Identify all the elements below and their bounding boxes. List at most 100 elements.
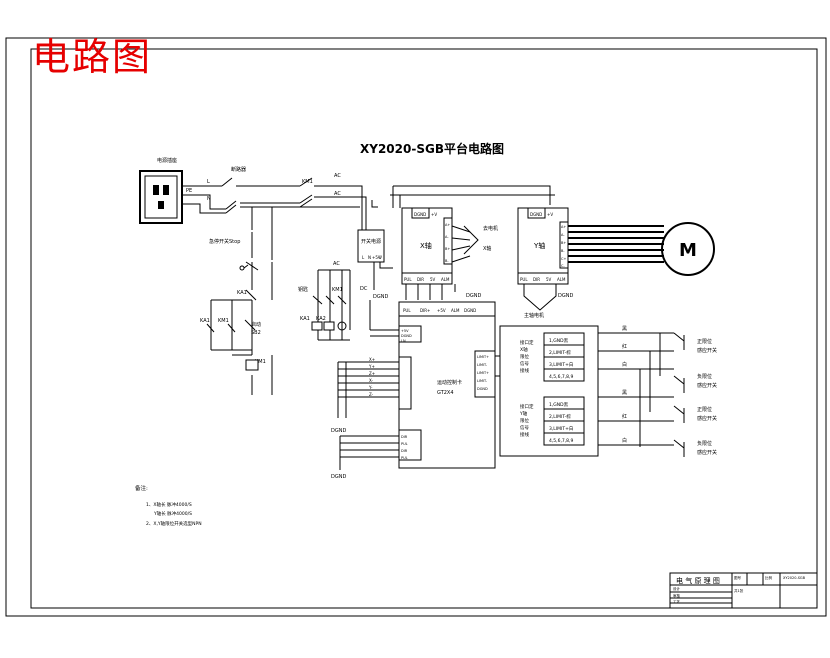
ka1-left-label: KA1: [200, 318, 210, 324]
km1-coil: [245, 359, 259, 371]
y-limit-grid: [544, 408, 584, 434]
x-limit-row-1: 2,LIMIT-棕: [549, 349, 571, 356]
bus-gnd: DGND: [464, 308, 476, 313]
title-block: [669, 572, 818, 609]
y-limit-title-3: 信号: [520, 424, 529, 431]
x-top-v: +V: [431, 212, 437, 217]
x-driver-terminals: [443, 217, 453, 265]
estop-switch: [243, 261, 259, 271]
x-motor-text: 去电机: [483, 225, 498, 232]
controller-label: 运动控制卡: [437, 379, 462, 386]
y-limit-title-2: 限位: [520, 417, 529, 424]
bus-top: [398, 301, 496, 317]
y-limit-row-2: 3,LIMIT+白: [549, 425, 573, 432]
color-y-0: 黑: [622, 390, 627, 396]
x-arrow: [463, 225, 479, 255]
ctrl-right-terms: [474, 350, 496, 398]
psu-label: 开关电源: [361, 238, 381, 245]
bus-links: [495, 355, 500, 377]
sw-5: 感应开关: [697, 415, 717, 422]
x-limit-row-2: 3,LIMIT+白: [549, 361, 573, 368]
start-button: [244, 319, 256, 331]
ctrl-right-2: LIMIT+: [477, 371, 489, 375]
x-right-b2: B-: [445, 259, 449, 263]
km1-coil-label: KM1: [255, 359, 266, 365]
x-driver-gnd-box: [411, 207, 430, 219]
relay-group-contacts: [312, 295, 347, 305]
y-pin-pul: PUL: [520, 277, 528, 282]
y-right-a2: A-: [561, 233, 565, 237]
ac2-label: AC: [334, 191, 341, 197]
x-axis-label: X轴: [420, 241, 432, 250]
dgnd4-label: DGND: [331, 428, 346, 434]
psu-box: [357, 229, 385, 263]
title-block-c2: 比例: [765, 575, 773, 580]
title-block-r2: 审核: [673, 593, 681, 598]
relay-group-frame: [317, 269, 351, 341]
x-right-a2: A-: [445, 235, 449, 239]
ka1-mid-label: KA1: [300, 316, 310, 322]
sw-3: 感应开关: [697, 382, 717, 389]
psu-pin-5v: +5V: [372, 255, 381, 260]
diagram-title: XY2020-SGB平台电路图: [360, 141, 504, 156]
y-right-b1: B+: [561, 241, 566, 245]
y-arrow: [523, 284, 557, 311]
x-limit-row-3: 4,5,6,7,8,9: [549, 374, 573, 380]
lamp-icon: [337, 321, 347, 331]
power-socket: [139, 170, 183, 224]
color-x-2: 白: [622, 361, 627, 368]
y-right-b2: B-: [561, 249, 565, 253]
title-block-r1: 设计: [673, 586, 681, 591]
y-limit-row-1: 2,LIMIT-棕: [549, 413, 571, 420]
air-switch: [221, 177, 237, 214]
bus-pul: PUL: [403, 308, 411, 313]
color-x-1: 红: [622, 343, 627, 350]
y-pin-5v: 5V: [546, 277, 552, 282]
y-limit-title-1: Y轴: [519, 410, 528, 417]
psu-pin-n: N: [368, 255, 371, 260]
bus-dir: DIR+: [420, 308, 430, 313]
ac1-label: AC: [334, 173, 341, 179]
ctrl-left3-3: PUL: [401, 456, 408, 460]
dc-label: DC: [360, 286, 368, 292]
y-driver-pins: [517, 272, 569, 285]
color-y-2: 白: [622, 437, 627, 444]
ctrl-left3-1: PUL: [401, 442, 408, 446]
sw-1: 感应开关: [697, 347, 717, 354]
title-block-sheet: 共1张: [734, 588, 744, 593]
y-motor-text: 主轴电机: [524, 312, 544, 319]
title-block-c3: XY2020-SGB: [783, 576, 806, 580]
motor-leads: [568, 225, 664, 263]
note-2: 2、X,Y轴限位开关选型NPN: [146, 520, 202, 527]
title-block-grid: [670, 573, 817, 608]
driver-supply: [390, 185, 555, 208]
y-limit-row-3: 4,5,6,7,8,9: [549, 438, 573, 444]
ctrl-right-0: LIMIT+: [477, 355, 489, 359]
ctrl-right-4: DGND: [477, 387, 488, 391]
l-label: L: [207, 179, 210, 185]
title-block-r3: 工艺: [673, 599, 681, 604]
dgnd5-label: DGND: [331, 474, 346, 480]
pe-label: PE: [186, 188, 192, 194]
ctrl-left2-4: Y-: [368, 385, 373, 390]
x-pin-pul: PUL: [404, 277, 412, 282]
motor-icon: [661, 222, 715, 276]
controller-model: GT2X4: [437, 390, 454, 396]
ctrl-left3-2: DIR: [401, 449, 408, 453]
y-limit-title-4: 接线: [520, 431, 529, 438]
motor-label: M: [679, 240, 697, 261]
controller-card: [398, 315, 496, 469]
y-right-a1: A+: [561, 225, 566, 229]
proximity-switches: [673, 332, 685, 449]
km1-mid-label: KM1: [332, 287, 343, 293]
ka1-coil: [311, 321, 323, 331]
start-parallel: [210, 299, 252, 351]
socket-pin-2: [163, 185, 169, 195]
y-top-gnd: DGND: [530, 212, 542, 217]
dgnd1-label: DGND: [373, 294, 388, 300]
psu-feed: [314, 185, 367, 230]
note-1: Y轴长 脉冲4000/S: [153, 510, 192, 517]
title-block-name: 电 气 原 理 图: [676, 576, 720, 585]
x-limit-title-4: 接线: [520, 367, 529, 374]
